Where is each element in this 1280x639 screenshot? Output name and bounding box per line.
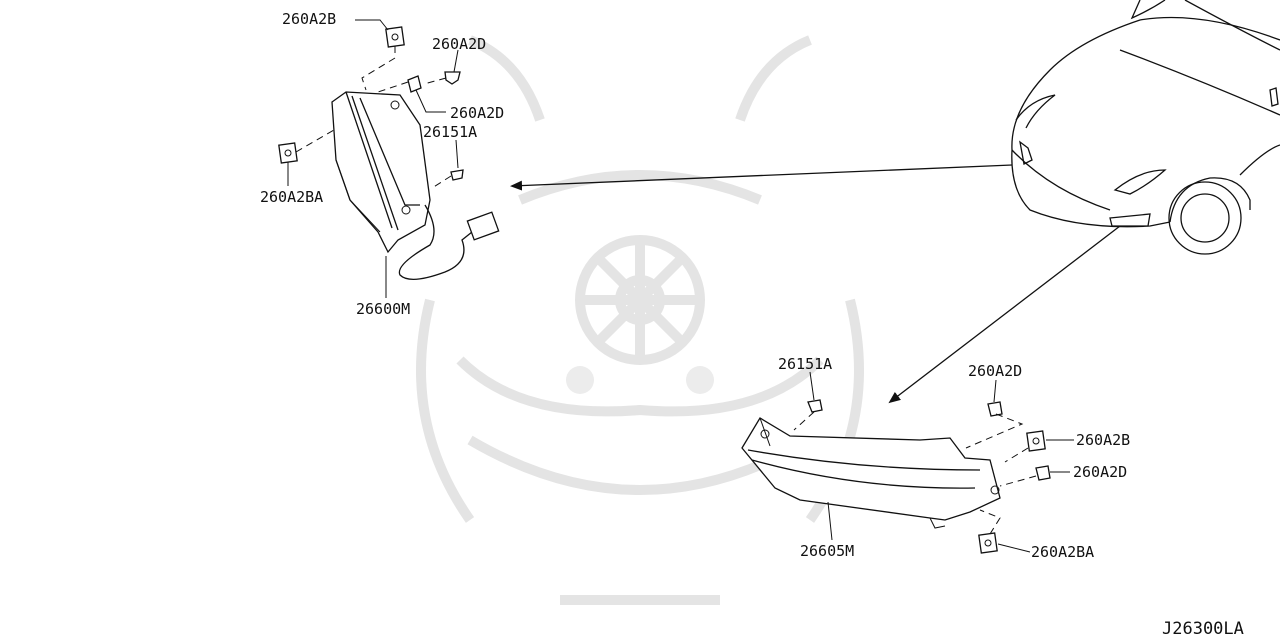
lower-bracket-260A2BA xyxy=(978,532,998,554)
arrow-to-upper-lamp xyxy=(510,164,1013,191)
label-upper-bracket-260A2B: 260A2B xyxy=(282,10,336,28)
lower-bolt xyxy=(807,399,823,413)
upper-clip-a xyxy=(444,71,461,85)
lower-lamp-housing xyxy=(741,417,1001,521)
label-upper-clip-a: 260A2D xyxy=(432,35,486,53)
diagram-reference-code: J26300LA xyxy=(1162,619,1244,639)
upper-bracket-260A2BA xyxy=(278,142,298,164)
lower-clip-b xyxy=(1035,465,1051,481)
label-lower-lamp: 26605M xyxy=(800,542,854,560)
label-lower-bracket-260A2B: 260A2B xyxy=(1076,431,1130,449)
upper-lamp-assembly xyxy=(278,19,500,298)
arrow-to-lower-lamp xyxy=(888,225,1121,404)
lower-lamp-assembly xyxy=(741,371,1074,554)
vehicle-front-view xyxy=(1011,0,1280,255)
upper-lamp-housing xyxy=(331,91,431,254)
label-lower-bolt: 26151A xyxy=(778,355,832,373)
label-lower-clip-b: 260A2D xyxy=(1073,463,1127,481)
upper-bracket-260A2B xyxy=(385,26,405,48)
label-upper-lamp: 26600M xyxy=(356,300,410,318)
upper-lamp-harness xyxy=(398,204,473,280)
upper-clip-b xyxy=(407,75,422,93)
label-lower-clip-a: 260A2D xyxy=(968,362,1022,380)
label-upper-clip-b: 260A2D xyxy=(450,104,504,122)
lower-bracket-260A2B xyxy=(1026,430,1046,452)
lower-clip-a xyxy=(987,401,1003,417)
label-upper-bolt: 26151A xyxy=(423,123,477,141)
label-upper-bracket-260A2BA: 260A2BA xyxy=(260,188,323,206)
upper-bolt xyxy=(450,169,464,181)
watermark-emblem xyxy=(416,35,864,605)
label-lower-bracket-260A2BA: 260A2BA xyxy=(1031,543,1094,561)
upper-lamp-connector xyxy=(466,211,500,241)
